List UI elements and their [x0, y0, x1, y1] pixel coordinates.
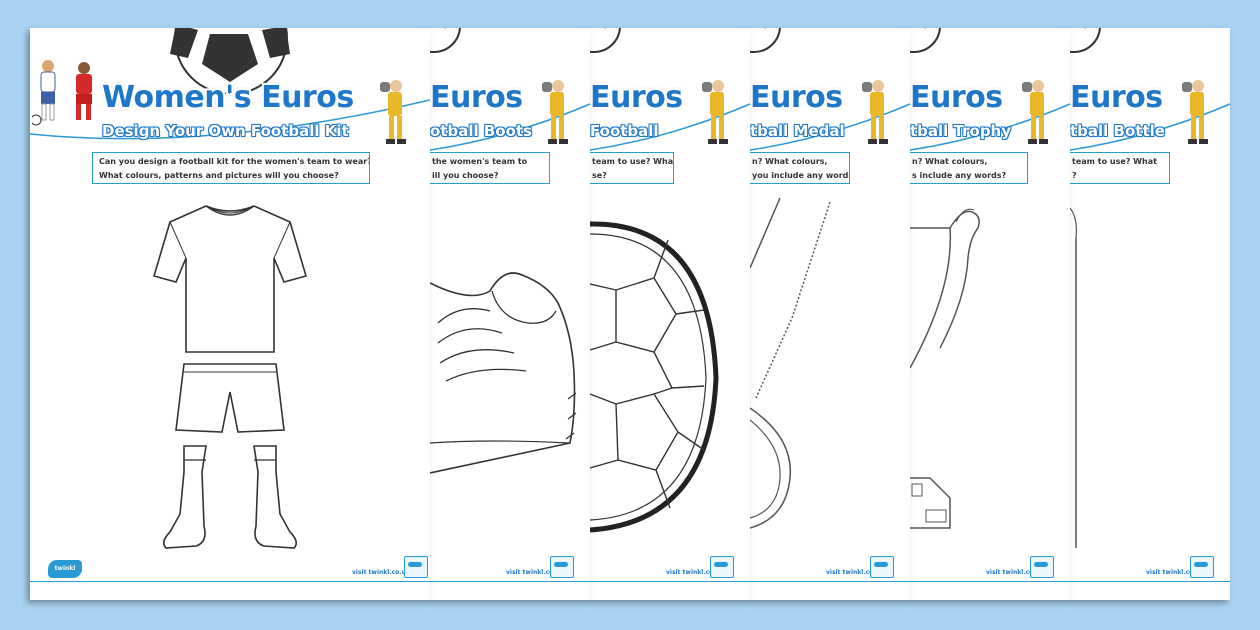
medal-icon [750, 198, 831, 529]
football-ball-outline-icon [590, 221, 719, 533]
instruction-line: you include any words? [752, 171, 850, 180]
website-link[interactable]: visit twinkl.co.uk [826, 569, 884, 576]
instruction-line: s include any words? [912, 171, 1007, 180]
worksheet-subtitle: tball Bottle [1070, 122, 1165, 140]
worksheet-football[interactable]: Euros Football team to use? What se? vis… [590, 28, 750, 600]
instruction-box: Can you design a football kit for the wo… [92, 152, 370, 184]
footer-line [750, 580, 910, 582]
instruction-line: n? What colours, [752, 157, 828, 166]
instruction-box: n? What colours, s include any words? [910, 152, 1028, 184]
instruction-box: n? What colours, you include any words? [750, 152, 850, 184]
footer-line [430, 580, 590, 582]
worksheet-title: Euros [590, 80, 683, 115]
worksheet-title: Euros [910, 80, 1003, 115]
website-link[interactable]: visit twinkl.co.uk [506, 569, 564, 576]
header-wave [590, 103, 750, 151]
bottle-icon [1070, 207, 1077, 548]
header-wave [30, 99, 430, 140]
instruction-box: team to use? What se? [590, 152, 674, 184]
instruction-line: n? What colours, [912, 157, 988, 166]
header-wave [910, 103, 1070, 151]
worksheet-title: Women's Euros [102, 80, 354, 115]
worksheet-title: Euros [430, 80, 523, 115]
instruction-line: ? [1072, 171, 1077, 180]
worksheet-subtitle: Football [590, 122, 659, 140]
instruction-line: se? [592, 171, 607, 180]
worksheet-football-trophy[interactable]: Euros tball Trophy n? What colours, s in… [910, 28, 1070, 600]
worksheet-football-bottle[interactable]: Euros tball Bottle team to use? What ? v… [1070, 28, 1230, 600]
worksheet-football-medal[interactable]: Euros tball Medal n? What colours, you i… [750, 28, 910, 600]
instruction-line: ill you choose? [432, 171, 499, 180]
goalkeeper-icon [702, 80, 728, 144]
football-icon [430, 28, 461, 53]
header-wave [750, 103, 910, 151]
worksheet-football-boots[interactable]: Euros otball Boots the women's team to i… [430, 28, 590, 600]
worksheet-subtitle: tball Medal [750, 122, 845, 140]
goalkeeper-icon [542, 80, 568, 144]
header-wave [1070, 103, 1230, 151]
football-icon [1070, 28, 1101, 53]
website-link[interactable]: visit twinkl.co.uk [666, 569, 724, 576]
website-link[interactable]: visit twinkl.co.uk [1146, 569, 1204, 576]
instruction-line: team to use? What [1072, 157, 1157, 166]
quality-badge-icon [870, 556, 894, 578]
trophy-icon [910, 208, 980, 529]
instruction-box: team to use? What ? [1070, 152, 1170, 184]
quality-badge-icon [710, 556, 734, 578]
football-icon [590, 28, 621, 53]
instruction-line: Can you design a football kit for the wo… [99, 157, 370, 166]
quality-badge-icon [404, 556, 428, 578]
instruction-line: What colours, patterns and pictures will… [99, 171, 339, 180]
worksheet-title: Euros [750, 80, 843, 115]
website-link[interactable]: visit twinkl.co.uk [986, 569, 1044, 576]
twinkl-logo: twinkl [48, 560, 82, 578]
football-icon [170, 28, 290, 94]
footer-line [910, 580, 1070, 582]
players-icon [32, 60, 92, 126]
instruction-line: team to use? What [592, 157, 674, 166]
quality-badge-icon [1030, 556, 1054, 578]
football-boot-icon [430, 272, 577, 474]
quality-badge-icon [550, 556, 574, 578]
goalkeeper-icon [1182, 80, 1208, 144]
worksheet-football-kit[interactable]: Women's Euros Design Your Own Football K… [30, 28, 430, 600]
worksheet-subtitle: otball Boots [430, 122, 532, 140]
football-icon [910, 28, 941, 53]
worksheet-subtitle: Design Your Own Football Kit [102, 122, 349, 140]
footer-line [1070, 580, 1230, 582]
goalkeeper-icon [380, 80, 406, 144]
quality-badge-icon [1190, 556, 1214, 578]
goalkeeper-icon [862, 80, 888, 144]
website-link[interactable]: visit twinkl.co.uk [352, 569, 410, 576]
football-icon [750, 28, 781, 53]
worksheet-title: Euros [1070, 80, 1163, 115]
footer-line [590, 580, 750, 582]
instruction-box: the women's team to ill you choose? [430, 152, 550, 184]
worksheet-subtitle: tball Trophy [910, 122, 1012, 140]
instruction-line: the women's team to [432, 157, 528, 166]
goalkeeper-icon [1022, 80, 1048, 144]
football-kit-icon [153, 205, 307, 549]
footer-line [30, 580, 430, 582]
header-wave [430, 103, 590, 151]
